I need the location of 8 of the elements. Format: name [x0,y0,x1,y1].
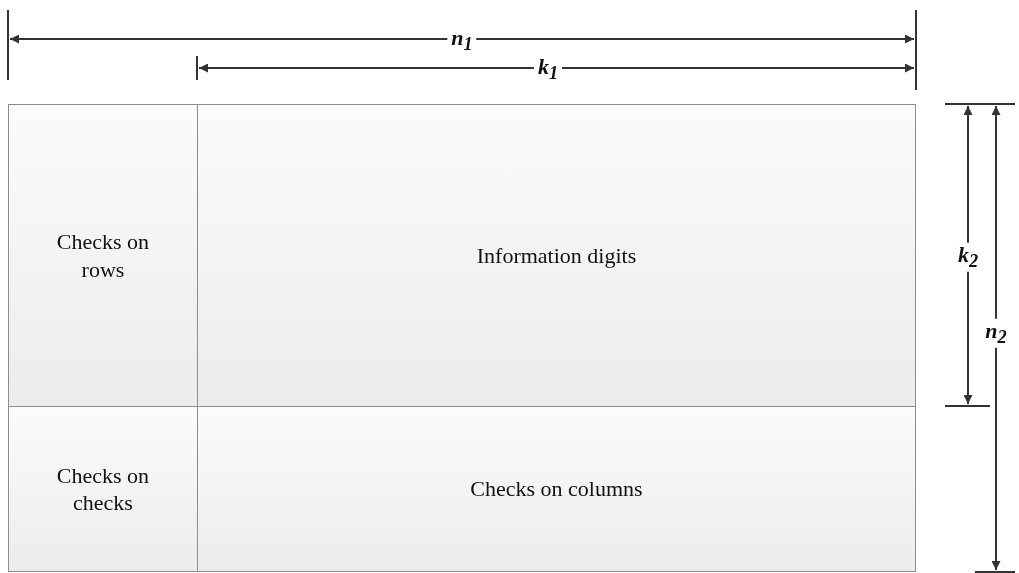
table-cell [197,406,916,572]
cell-text: Checks on rows [55,228,151,283]
table-cell [197,104,916,407]
table-cell [8,406,198,572]
table-cell [8,104,198,407]
cell-text: Information digits [476,241,637,270]
cell-text: Checks on columns [470,475,643,503]
cell-text: Checks on checks [55,461,151,517]
